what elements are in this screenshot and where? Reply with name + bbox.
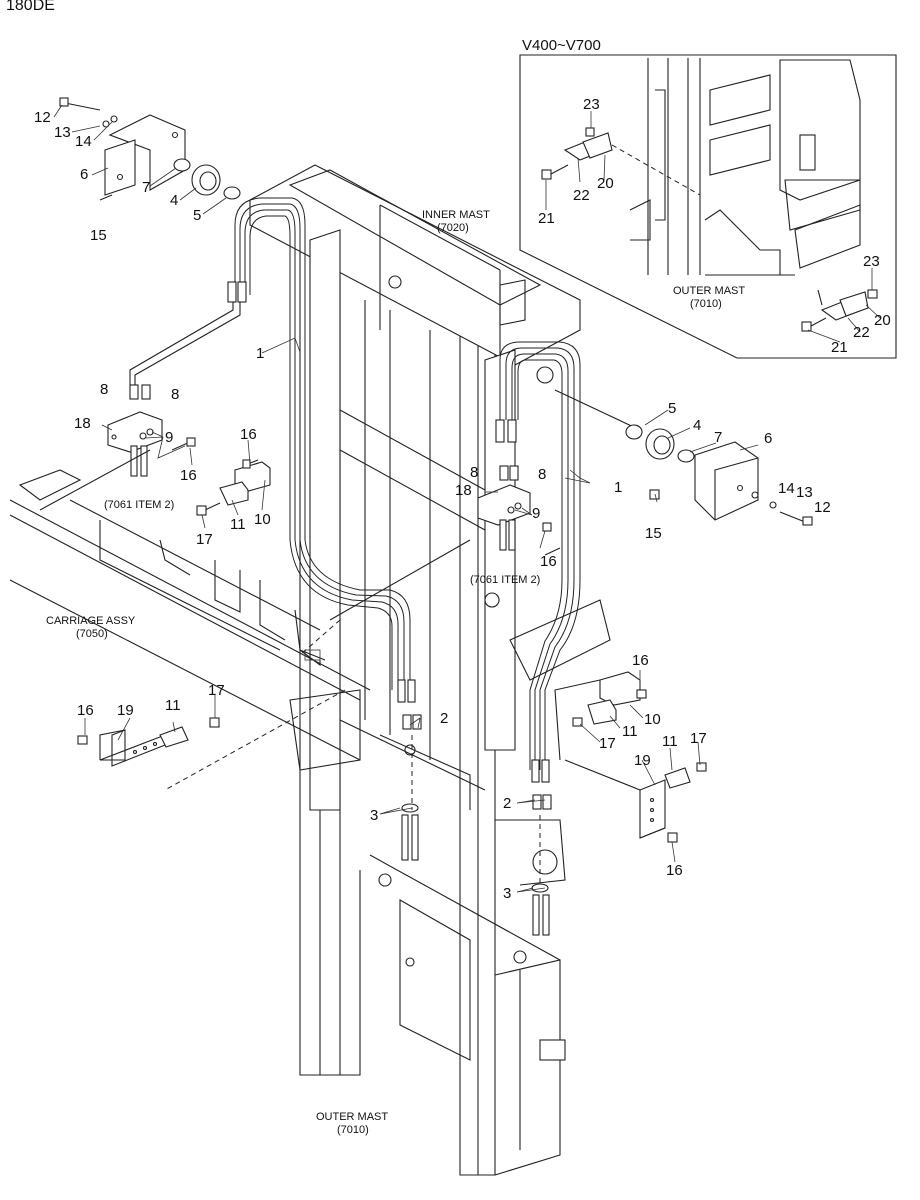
callout-left: 3 <box>370 807 378 824</box>
inner-mast-label: INNER MAST <box>422 209 490 221</box>
callout-left: 8 <box>100 381 108 398</box>
callout-right: 11 <box>662 733 678 750</box>
callout-right: 8 <box>538 466 546 483</box>
bracket-19-right <box>639 762 707 843</box>
inset-callout: 22 <box>853 324 870 341</box>
carriage-label: CARRIAGE ASSY <box>46 615 136 627</box>
inset-callout: 21 <box>538 210 555 227</box>
callout-left: 10 <box>254 511 271 528</box>
callout-right: 18 <box>455 482 472 499</box>
outer-mast-label: OUTER MAST <box>316 1111 388 1123</box>
hose-assembly-left <box>129 197 416 703</box>
callout-right: 9 <box>532 505 540 522</box>
callout-left: 2 <box>440 710 448 727</box>
callout-left: 17 <box>196 531 213 548</box>
inset-panel: V400~V700 <box>519 37 897 359</box>
inset-callout: 23 <box>863 253 880 270</box>
callout-right: 4 <box>693 417 701 434</box>
inset-callout: 22 <box>573 187 590 204</box>
callout-right: 10 <box>644 711 661 728</box>
hose-assembly-right <box>495 341 581 783</box>
ref-left-label: (7061 ITEM 2) <box>104 499 174 511</box>
callout-right: 16 <box>632 652 649 669</box>
callout-left: 19 <box>117 702 134 719</box>
assembly-lines <box>39 449 641 791</box>
callout-left: 1 <box>256 345 264 362</box>
inset-title: V400~V700 <box>522 37 601 54</box>
callout-right: 5 <box>668 400 676 417</box>
callout-left: 14 <box>75 133 92 150</box>
callout-left: 15 <box>90 227 107 244</box>
callout-right: 16 <box>540 553 557 570</box>
pulley-bracket-left <box>59 97 241 201</box>
callout-right: 13 <box>796 484 813 501</box>
callout-left: 6 <box>80 166 88 183</box>
outer-mast-code: (7010) <box>337 1124 369 1136</box>
callout-left: 11 <box>165 697 181 714</box>
callout-right: 3 <box>503 885 511 902</box>
callout-right: 19 <box>634 752 651 769</box>
callout-left: 12 <box>34 109 51 126</box>
ref-right-label: (7061 ITEM 2) <box>470 574 540 586</box>
callout-left: 9 <box>165 429 173 446</box>
callout-left: 17 <box>208 682 225 699</box>
callout-left: 11 <box>230 516 246 533</box>
callout-left: 7 <box>142 179 150 196</box>
inset-outer-mast-code: (7010) <box>690 298 722 310</box>
callout-right: 2 <box>503 795 511 812</box>
callout-left: 16 <box>240 426 257 443</box>
fittings-center-left <box>401 714 422 861</box>
callout-right: 7 <box>714 429 722 446</box>
inset-callout: 21 <box>831 339 848 356</box>
callout-right: 17 <box>690 730 707 747</box>
clamps-right <box>542 522 647 727</box>
block-left <box>107 384 163 477</box>
callout-left: 4 <box>170 192 178 209</box>
inset-callout: 20 <box>874 312 891 329</box>
callout-right: 17 <box>599 735 616 752</box>
fittings-center-right <box>531 794 552 936</box>
callout-left: 18 <box>74 415 91 432</box>
callout-left: 16 <box>77 702 94 719</box>
callout-right: 1 <box>614 479 622 496</box>
model-title: 180DE <box>6 0 55 14</box>
callout-right: 16 <box>666 862 683 879</box>
bracket-19-left <box>77 717 220 767</box>
inset-callout: 20 <box>597 175 614 192</box>
inset-callout: 23 <box>583 96 600 113</box>
pulley-bracket-right <box>554 389 813 526</box>
callout-left: 5 <box>193 207 201 224</box>
inset-outer-mast-label: OUTER MAST <box>673 285 745 297</box>
callout-left: 13 <box>54 124 71 141</box>
callout-right: 12 <box>814 499 831 516</box>
block-right <box>477 465 531 551</box>
leader-lines <box>53 104 759 893</box>
callout-right: 14 <box>778 480 795 497</box>
inner-mast-code: (7020) <box>437 222 469 234</box>
carriage-code: (7050) <box>76 628 108 640</box>
callout-left: 8 <box>171 386 179 403</box>
inner-mast <box>249 164 611 886</box>
callout-right: 11 <box>622 723 638 740</box>
carriage <box>9 469 371 771</box>
callout-left: 16 <box>180 467 197 484</box>
callout-right: 15 <box>645 525 662 542</box>
clamps-left <box>171 437 271 516</box>
callout-right: 6 <box>764 430 772 447</box>
callout-right: 8 <box>470 464 478 481</box>
